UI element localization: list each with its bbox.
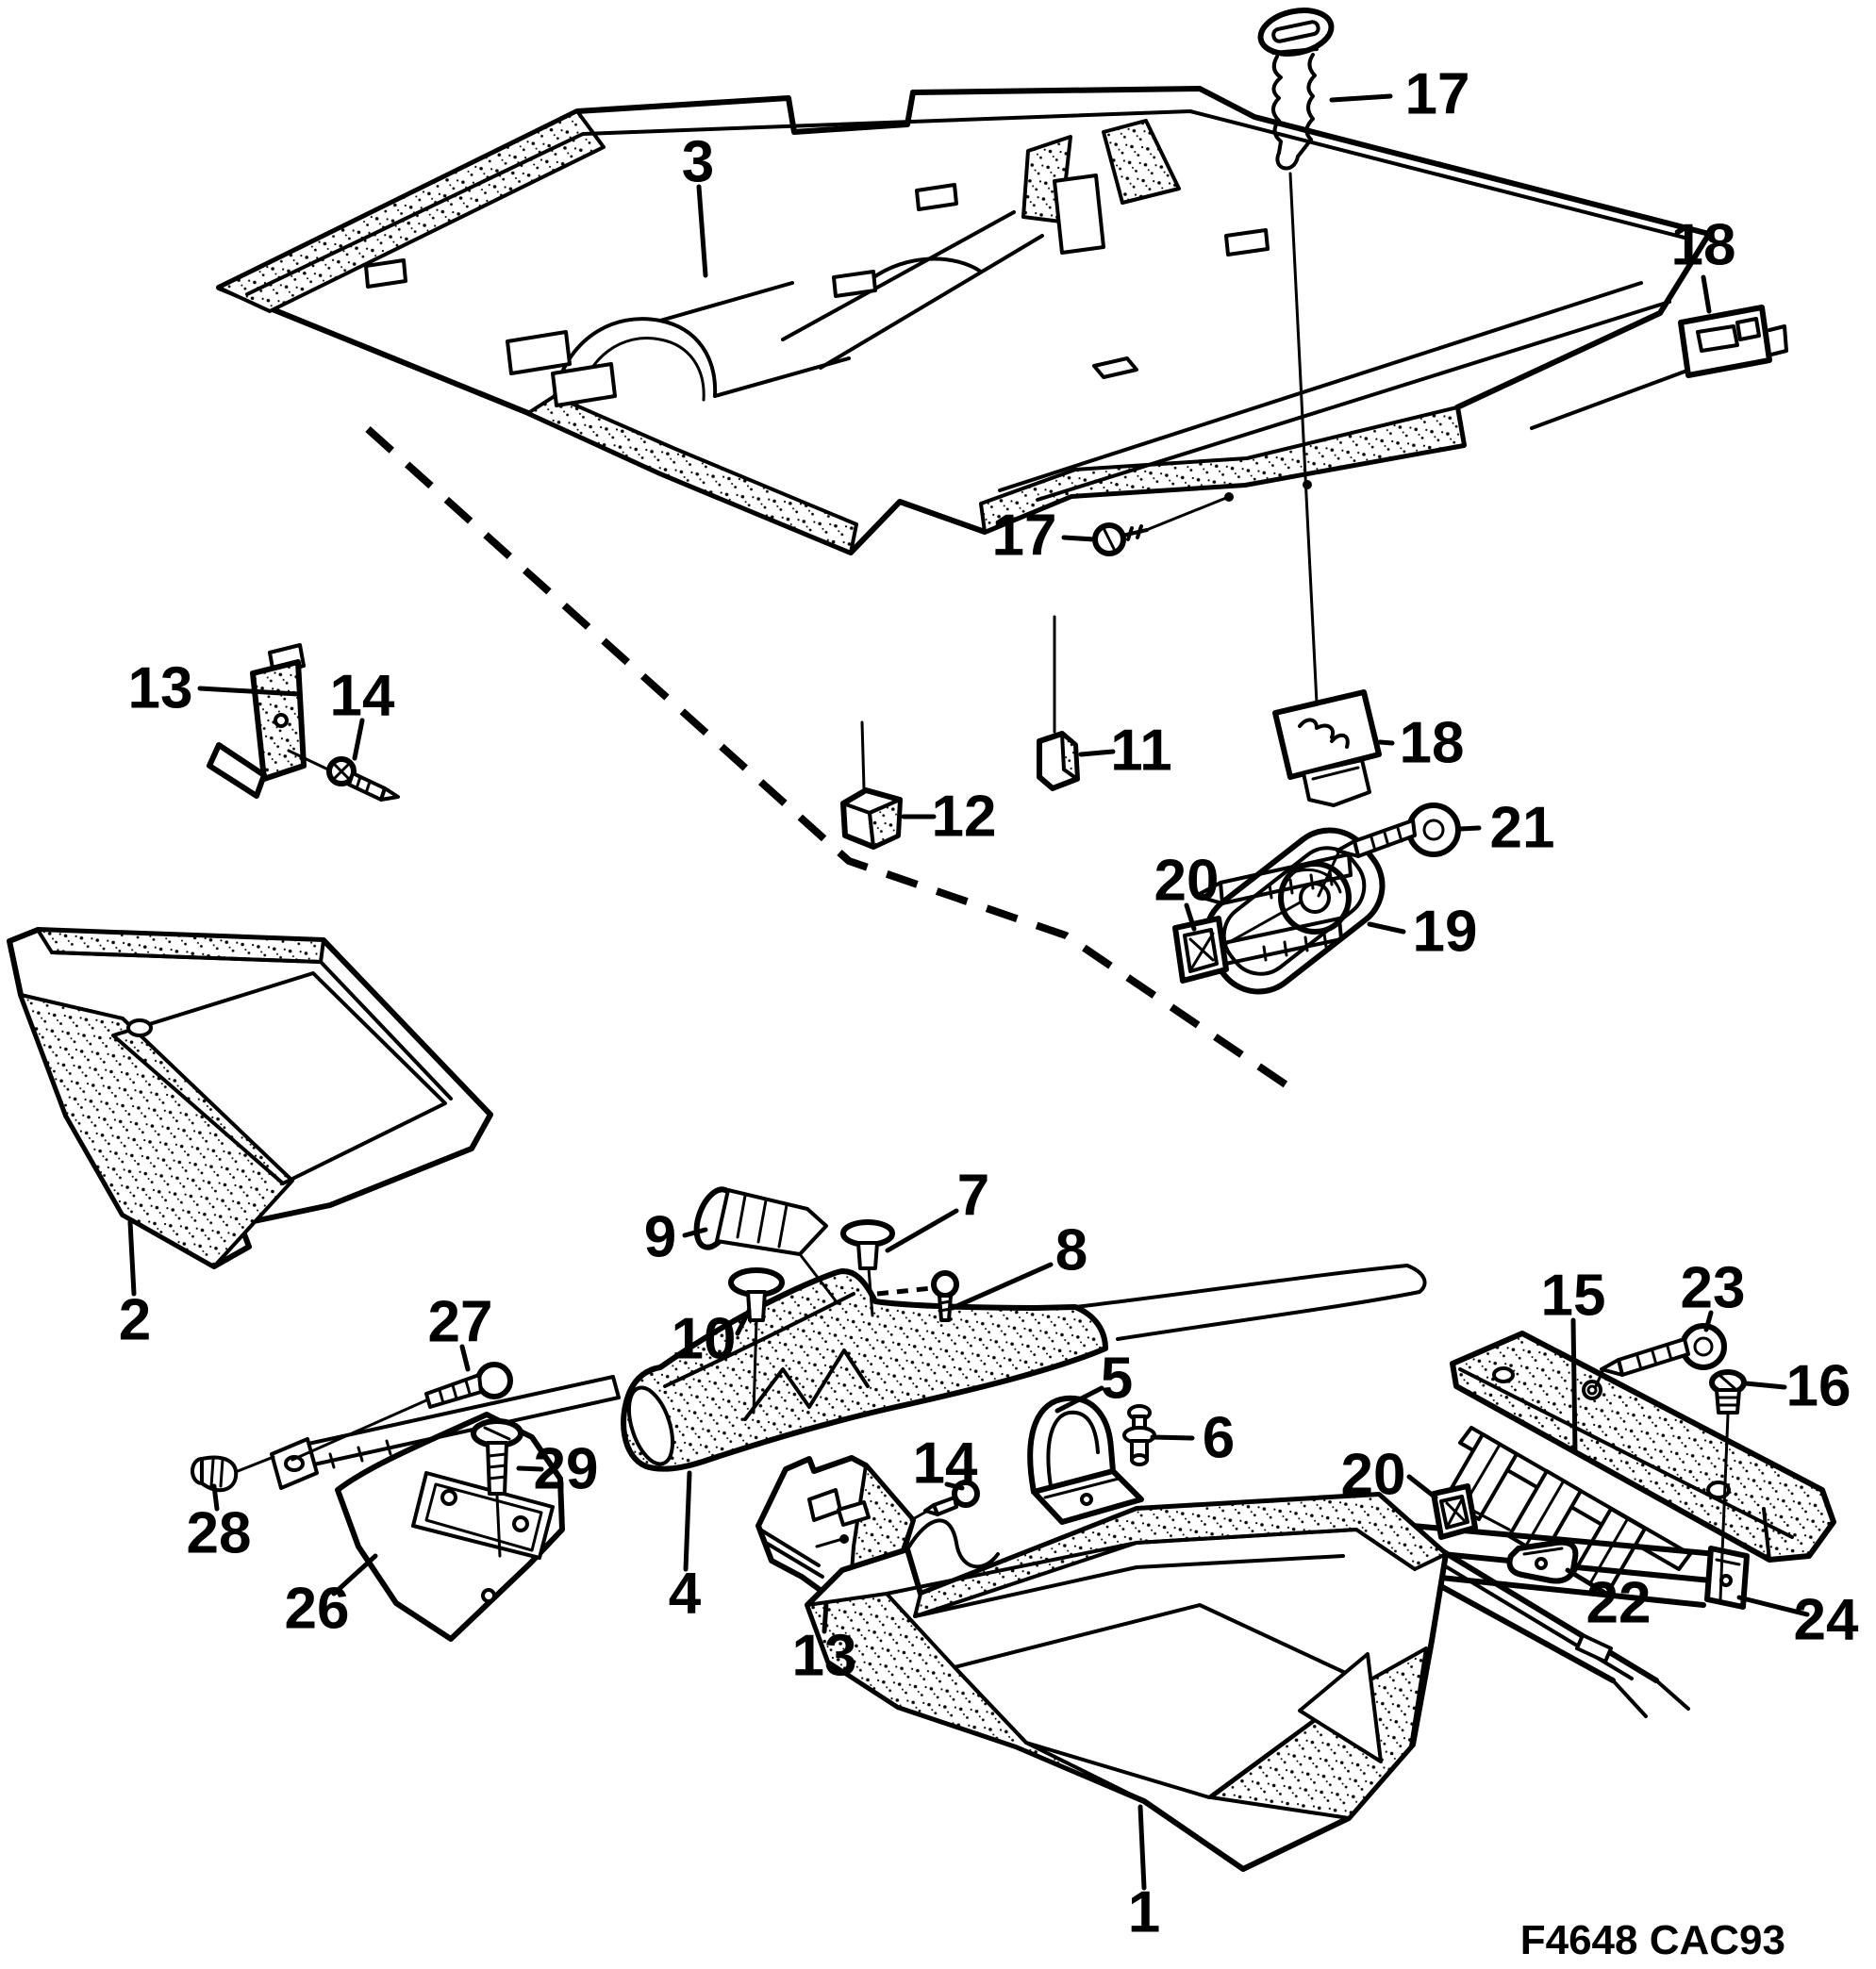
part-18-clip-right-drawing — [1530, 305, 1788, 430]
figure-code: F4648 CAC93 — [1520, 1917, 1785, 1963]
callout-label-22: 22 — [1586, 1571, 1652, 1636]
part-14-screw-left-drawing — [326, 756, 400, 802]
callout-leader-19 — [1367, 921, 1406, 935]
callout-label-19: 19 — [1413, 900, 1478, 965]
callout-label-13: 13 — [792, 1624, 857, 1689]
callout-leader-6 — [1150, 1434, 1195, 1441]
callout-label-1: 1 — [1128, 1880, 1160, 1945]
callout-leader-16 — [1743, 1381, 1787, 1390]
callout-leader-29 — [516, 1465, 544, 1472]
callout-label-15: 15 — [1541, 1264, 1606, 1329]
callout-leader-24 — [1736, 1595, 1810, 1617]
callout-leader-18 — [1377, 739, 1395, 746]
callout-leader-3 — [696, 184, 708, 278]
callout-leader-22 — [1565, 1567, 1606, 1595]
part-1-front-carpet-drawing — [805, 1492, 1449, 1872]
part-20-clip-right-drawing — [1431, 1483, 1511, 1540]
callout-label-7: 7 — [957, 1164, 989, 1229]
part-9-plug-drawing — [693, 1186, 839, 1305]
callout-leader-18 — [1701, 274, 1712, 314]
callout-label-11: 11 — [1110, 719, 1172, 784]
callout-label-16: 16 — [1786, 1354, 1851, 1419]
callout-leader-28 — [211, 1483, 220, 1512]
callout-leader-23 — [1703, 1310, 1714, 1332]
callout-label-27: 27 — [428, 1290, 493, 1355]
callout-leader-9 — [682, 1227, 708, 1238]
part-16-screw-drawing — [1709, 1369, 1747, 1601]
callout-leader-26 — [331, 1553, 378, 1597]
callout-label-20: 20 — [1341, 1443, 1406, 1508]
callout-label-18: 18 — [1671, 213, 1736, 278]
callout-leader-14 — [352, 718, 365, 761]
callout-label-28: 28 — [187, 1501, 252, 1566]
part-6-stud-drawing — [1122, 1404, 1156, 1466]
callout-label-14: 14 — [330, 664, 395, 729]
part-13-bracket-left-drawing — [207, 643, 334, 799]
callout-label-3: 3 — [682, 130, 714, 195]
callout-label-17: 17 — [992, 504, 1057, 569]
callout-label-2: 2 — [119, 1288, 151, 1353]
callout-label-26: 26 — [285, 1577, 350, 1642]
callout-label-14: 14 — [913, 1431, 978, 1497]
callout-leader-17 — [1061, 535, 1097, 542]
callout-leader-4 — [683, 1470, 692, 1572]
callout-leader-14 — [944, 1481, 965, 1491]
callout-leader-8 — [950, 1262, 1054, 1311]
callout-label-6: 6 — [1203, 1406, 1235, 1471]
part-5-bracket-drawing — [1027, 1395, 1144, 1525]
part-12-spacer-drawing — [840, 720, 903, 850]
part-4-sill-trim-drawing — [621, 1264, 1427, 1472]
part-2-rear-carpet-drawing — [7, 927, 493, 1269]
callout-label-13: 13 — [128, 656, 193, 721]
callout-leader-1 — [1137, 1804, 1147, 1891]
callout-leader-2 — [127, 1219, 137, 1297]
part-29-screw-drawing — [471, 1418, 523, 1558]
callout-leader-27 — [459, 1344, 471, 1372]
part-23-screw-drawing — [1594, 1323, 1727, 1388]
callout-leader-13 — [197, 686, 301, 697]
part-17-screw-mid-drawing — [1092, 492, 1234, 556]
part-3-floor-carpet-drawing — [216, 86, 1712, 555]
part-28-grommet-drawing — [191, 1455, 275, 1493]
callout-label-10: 10 — [672, 1307, 737, 1372]
callout-label-9: 9 — [644, 1205, 676, 1270]
callout-label-21: 21 — [1490, 796, 1555, 861]
callout-label-12: 12 — [932, 785, 997, 850]
callout-label-4: 4 — [669, 1562, 702, 1627]
part-11-spacer-drawing — [1037, 615, 1080, 791]
callout-label-24: 24 — [1794, 1588, 1859, 1653]
callout-label-18: 18 — [1400, 711, 1465, 776]
callout-label-20: 20 — [1154, 849, 1220, 914]
part-20-clip-drawing — [1172, 900, 1303, 984]
part-17-screw-top-drawing — [1257, 8, 1335, 705]
callout-label-29: 29 — [534, 1437, 599, 1502]
callout-leader-15 — [1570, 1317, 1578, 1455]
callout-label-17: 17 — [1405, 62, 1470, 127]
part-22-clip-drawing — [1506, 1539, 1579, 1584]
callout-leader-10 — [735, 1308, 752, 1336]
callout-label-5: 5 — [1101, 1347, 1133, 1412]
alignment-dashed-line — [365, 426, 1288, 1088]
callout-label-8: 8 — [1055, 1218, 1087, 1283]
callout-leader-5 — [1054, 1385, 1104, 1414]
part-18-clip-mid-drawing — [1272, 689, 1382, 807]
callout-leader-11 — [1078, 749, 1116, 757]
callout-leader-17 — [1329, 93, 1393, 103]
callout-label-23: 23 — [1681, 1256, 1746, 1321]
callout-leader-13 — [822, 1600, 829, 1634]
callout-leader-21 — [1457, 825, 1482, 832]
part-7-clip-drawing — [840, 1219, 895, 1317]
part-27-screw-drawing — [291, 1362, 513, 1462]
callout-leader-20 — [1184, 902, 1197, 932]
part-24-rail-drawing — [1374, 1521, 1750, 1610]
callout-leader-7 — [885, 1208, 959, 1253]
callout-leader-20 — [1406, 1474, 1438, 1500]
part-8-screw-drawing — [876, 1270, 959, 1322]
